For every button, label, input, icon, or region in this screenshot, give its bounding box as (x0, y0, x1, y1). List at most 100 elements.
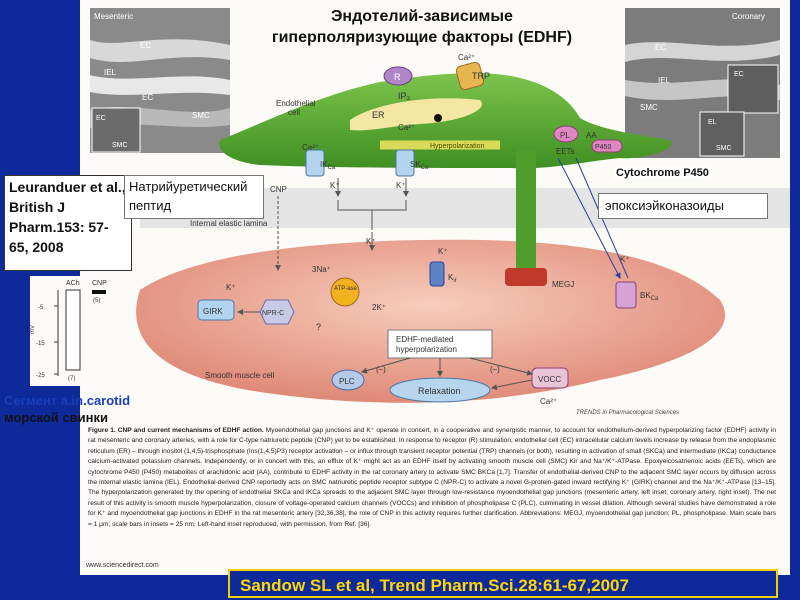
membrane-potential-inset: ACh CNP -5 -15 -25 mV (7) (5) (30, 276, 110, 386)
inset-bar-ach (65, 289, 81, 371)
inset-ach-label: ACh (66, 280, 80, 287)
girk-label: GIRK (203, 307, 223, 316)
reference-sandow: Sandow SL et al, Trend Pharm.Sci.28:61-6… (228, 569, 778, 598)
inset-n-ach: (7) (68, 376, 75, 382)
cor-tag-smc: SMC (640, 103, 658, 112)
smc-label: Smooth muscle cell (205, 371, 275, 380)
mesenteric-label: Mesenteric (94, 12, 133, 21)
figure-caption: Figure 1. CNP and current mechanisms of … (88, 426, 776, 530)
micro-inset-ec: EC (96, 115, 106, 122)
kir-label: Kir (448, 273, 457, 284)
coronary-micrograph: Coronary EC IEL SMC EC EL SMC (625, 8, 780, 158)
na3-label: 3Na⁺ (312, 265, 331, 274)
carotid-line-1: Сегмент a.in.carotid (4, 393, 131, 408)
cor-inset-ec: EC (734, 71, 744, 78)
ec-ca-label: Ca²⁺ (302, 143, 319, 152)
coronary-label: Coronary (732, 12, 765, 21)
inset-bar-cnp (92, 290, 106, 294)
hyperpol-label: Hyperpolarization (430, 143, 485, 150)
er-label: ER (372, 110, 385, 120)
inset-n-cnp: (5) (93, 298, 100, 304)
question-mark: ? (316, 322, 321, 332)
trp-channel (455, 61, 485, 91)
eets-label: EETs (556, 147, 575, 156)
mesenteric-micrograph: Mesenteric EC IEL EC SMC EC SMC (90, 8, 230, 153)
ikca-k-label: K⁺ (330, 181, 340, 190)
pl-node (553, 125, 579, 143)
girk-k-label: K⁺ (226, 283, 236, 292)
megj-label: MEGJ (552, 280, 574, 289)
diff-k-label: K⁺ (366, 237, 376, 246)
nprc-label: NPR-C (262, 310, 284, 317)
smooth-muscle-cell (136, 239, 726, 403)
edhf-box-label: EDHF-mediated (396, 335, 453, 344)
skca-k-label: K⁺ (396, 181, 406, 190)
inset-ylabel: mV (30, 325, 36, 334)
pl-label: PL (560, 131, 570, 140)
minus-right: (–) (490, 365, 500, 374)
ikca-channel (305, 149, 325, 177)
iel-label: Internal elastic lamina (190, 219, 268, 228)
micro-tag-ec: EC (140, 41, 151, 50)
kir-channel (429, 261, 445, 287)
figure-panel: Mesenteric EC IEL EC SMC EC SMC Coronary… (80, 0, 790, 575)
caption-text: Myoendothelial gap junctions and K⁺ oper… (88, 427, 776, 528)
na-k-atpase (330, 277, 360, 307)
relaxation-label: Relaxation (418, 386, 461, 396)
bkca-label: BKCa (640, 291, 659, 302)
cnp-label: CNP (270, 185, 287, 194)
inset-tick-5: -5 (38, 305, 44, 311)
edhf-box (387, 329, 493, 359)
kir-k-label: K⁺ (438, 247, 448, 256)
k2-label: 2K⁺ (372, 303, 386, 312)
skca-label: SKCa (410, 160, 429, 171)
source-url: www.sciencedirect.com (86, 562, 159, 569)
ip3-label: IP₃ (398, 91, 411, 101)
er-ca-label: Ca²⁺ (398, 123, 415, 132)
ikca-label: IKCa (320, 160, 336, 171)
plc-node (331, 369, 365, 391)
cor-inset-smc: SMC (716, 145, 732, 152)
cor-inset-el: EL (708, 119, 717, 126)
mechanism-diagram: Mesenteric EC IEL EC SMC EC SMC Coronary… (90, 8, 790, 416)
micro-tag-smc: SMC (192, 111, 210, 120)
p450-label: P450 (595, 144, 611, 151)
vocc-label: VOCC (538, 375, 561, 384)
cor-tag-iel: IEL (658, 76, 671, 85)
vocc-channel (531, 367, 569, 389)
caption-lead: Figure 1. CNP and current mechanisms of … (88, 427, 264, 434)
er-organelle (350, 98, 482, 131)
bkca-k-label: K⁺ (620, 255, 630, 264)
ec-label-1: Endothelial (276, 99, 316, 108)
micro-tag-iel: IEL (104, 68, 117, 77)
carotid-line-2: морской свинки (4, 410, 108, 425)
inset-cnp-label: CNP (92, 280, 107, 287)
trp-label: TRP (472, 71, 490, 81)
slide-title: Эндотелий-зависимые гиперполяризующие фа… (271, 8, 573, 46)
relaxation-node (389, 377, 491, 403)
reference-leuranduer: Leuranduer et al., British J Pharm.153: … (4, 175, 132, 271)
plc-label: PLC (339, 377, 355, 386)
epoxyeicosanoids-label: эпоксиэйконазоиды (598, 193, 768, 219)
micro-inset-smc: SMC (112, 142, 128, 149)
p450-node (591, 139, 623, 153)
edhf-box-label-2: hyperpolarization (396, 345, 457, 354)
trp-ca-label: Ca²⁺ (458, 53, 475, 62)
bkca-channel (615, 281, 637, 309)
micro-tag-ec2: EC (142, 93, 153, 102)
atpase-label: ATP-ase (334, 286, 358, 292)
cor-tag-ec: EC (655, 43, 666, 52)
skca-channel (395, 149, 415, 177)
receptor-r (383, 66, 413, 86)
inset-tick-25: -25 (36, 373, 45, 379)
aa-label: AA (586, 131, 597, 140)
inset-tick-15: -15 (36, 341, 45, 347)
girk-channel (197, 299, 235, 321)
cytochrome-label: Cytochrome P450 (614, 167, 711, 179)
ec-label-2: cell (288, 108, 300, 117)
natriuretic-peptide-label: Натрийуретический пептид (124, 175, 264, 219)
trends-label: TRENDS in Pharmacological Sciences (576, 410, 679, 416)
megj-junction (505, 268, 547, 286)
ca-dot (434, 114, 442, 122)
minus-left: (–) (376, 365, 386, 374)
